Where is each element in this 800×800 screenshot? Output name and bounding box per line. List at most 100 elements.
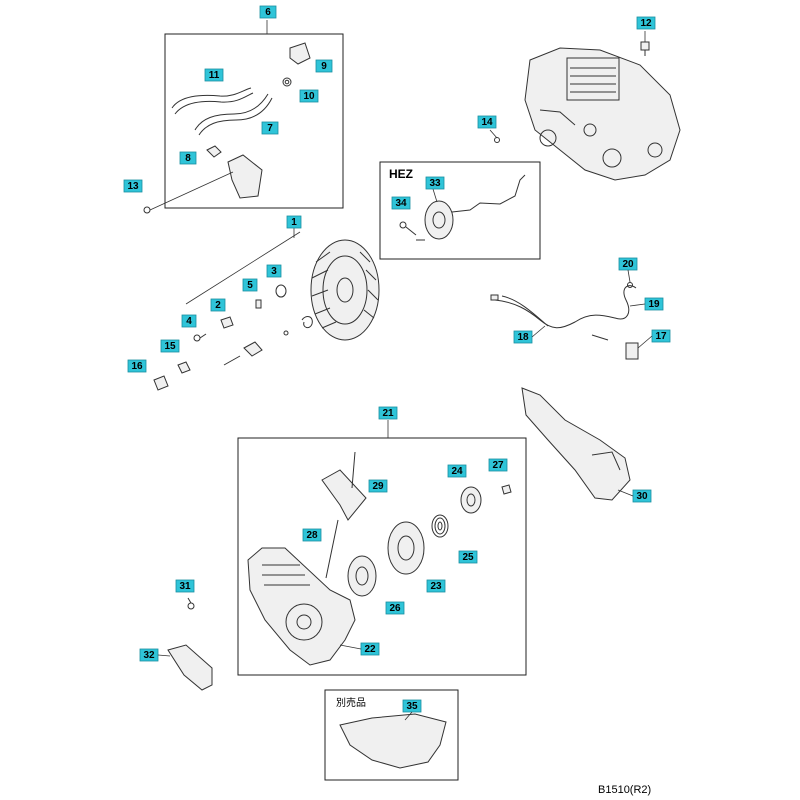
svg-text:16: 16 xyxy=(131,361,143,372)
screw-27 xyxy=(501,484,512,495)
svg-text:34: 34 xyxy=(395,198,407,209)
svg-text:22: 22 xyxy=(364,644,376,655)
engine-crankcase xyxy=(524,47,681,181)
svg-text:15: 15 xyxy=(164,341,176,352)
washer-3 xyxy=(275,284,287,298)
svg-text:5: 5 xyxy=(247,280,253,291)
wire-harness-18-19 xyxy=(490,285,637,341)
svg-text:20: 20 xyxy=(622,259,634,270)
callout-5: 5 xyxy=(242,278,258,292)
svg-text:35: 35 xyxy=(406,701,418,712)
svg-text:25: 25 xyxy=(462,552,474,563)
svg-text:23: 23 xyxy=(430,581,442,592)
svg-text:21: 21 xyxy=(382,408,394,419)
callout-2: 2 xyxy=(210,298,226,312)
clip-10 xyxy=(282,77,292,87)
svg-text:12: 12 xyxy=(640,18,652,29)
screw-13 xyxy=(143,206,151,214)
guard-32 xyxy=(167,644,213,691)
callout-15: 15 xyxy=(160,339,180,353)
spring-25 xyxy=(431,514,449,538)
group-box-35 xyxy=(324,689,459,781)
svg-text:8: 8 xyxy=(185,153,191,164)
screw-31 xyxy=(187,597,195,610)
spark-plug-12 xyxy=(640,41,650,56)
screw-34 xyxy=(399,221,425,241)
svg-text:14: 14 xyxy=(481,117,493,128)
callout-12: 12 xyxy=(636,16,656,30)
callout-1: 1 xyxy=(286,215,302,229)
callout-7: 7 xyxy=(261,121,279,135)
svg-text:32: 32 xyxy=(143,650,155,661)
fuel-hose-11 xyxy=(171,87,254,115)
hez-label: HEZ xyxy=(389,167,413,181)
plug-14 xyxy=(494,137,500,143)
svg-text:11: 11 xyxy=(209,70,220,81)
callout-34: 34 xyxy=(391,196,411,210)
starter-housing-22 xyxy=(247,547,356,666)
callout-13: 13 xyxy=(123,179,143,193)
hub-24 xyxy=(460,486,482,514)
svg-text:3: 3 xyxy=(271,266,277,277)
nut-2 xyxy=(220,316,234,329)
callout-14: 14 xyxy=(477,115,497,129)
callout-27: 27 xyxy=(488,458,508,472)
callout-4: 4 xyxy=(181,314,197,328)
grommet-9 xyxy=(289,42,311,65)
callout-33: 33 xyxy=(425,176,445,190)
callout-19: 19 xyxy=(644,297,664,311)
svg-text:19: 19 xyxy=(648,299,660,310)
svg-text:28: 28 xyxy=(306,530,318,541)
callout-3: 3 xyxy=(266,264,282,278)
svg-text:33: 33 xyxy=(429,178,441,189)
group-box-6 xyxy=(164,33,344,209)
screw-4 xyxy=(193,333,207,342)
svg-text:26: 26 xyxy=(389,603,401,614)
callout-8: 8 xyxy=(179,151,197,165)
callout-18: 18 xyxy=(513,330,533,344)
svg-text:10: 10 xyxy=(303,91,315,102)
callout-26: 26 xyxy=(385,601,405,615)
callout-16: 16 xyxy=(127,359,147,373)
svg-text:1: 1 xyxy=(291,217,297,228)
svg-text:31: 31 xyxy=(179,581,191,592)
bracket-6 xyxy=(227,154,263,199)
spring-case-26 xyxy=(347,555,377,597)
callout-24: 24 xyxy=(447,464,467,478)
pulley-23 xyxy=(387,521,425,575)
group-box-21 xyxy=(237,437,527,676)
handle-29 xyxy=(321,451,367,521)
callout-11: 11 xyxy=(204,68,224,82)
heater-element-33 xyxy=(424,174,526,240)
diagram-code: B1510(R2) xyxy=(598,784,651,796)
pawl-key-5 xyxy=(255,299,262,309)
sold-separately-label: 別売品 xyxy=(336,696,366,709)
callout-10: 10 xyxy=(299,89,319,103)
svg-text:4: 4 xyxy=(186,316,192,327)
callout-6: 6 xyxy=(259,5,277,19)
svg-text:30: 30 xyxy=(636,491,648,502)
callout-32: 32 xyxy=(139,648,159,662)
svg-text:29: 29 xyxy=(372,481,384,492)
svg-text:17: 17 xyxy=(655,331,667,342)
nut-15 xyxy=(177,361,191,374)
svg-text:6: 6 xyxy=(265,7,271,18)
clamp-8 xyxy=(206,145,222,158)
callout-31: 31 xyxy=(175,579,195,593)
spring-pawl xyxy=(283,316,313,336)
flywheel-1 xyxy=(310,239,380,341)
rope-28 xyxy=(325,519,339,579)
callout-29: 29 xyxy=(368,479,388,493)
svg-text:27: 27 xyxy=(492,460,504,471)
callout-21: 21 xyxy=(378,406,398,420)
svg-text:24: 24 xyxy=(451,466,463,477)
svg-text:2: 2 xyxy=(215,300,221,311)
callout-35: 35 xyxy=(402,699,422,713)
ignition-coil-bolt xyxy=(223,341,263,366)
callout-17: 17 xyxy=(651,329,671,343)
callout-20: 20 xyxy=(618,257,638,271)
svg-text:18: 18 xyxy=(517,332,529,343)
fuel-hose-7 xyxy=(194,93,273,136)
svg-text:7: 7 xyxy=(267,123,273,134)
